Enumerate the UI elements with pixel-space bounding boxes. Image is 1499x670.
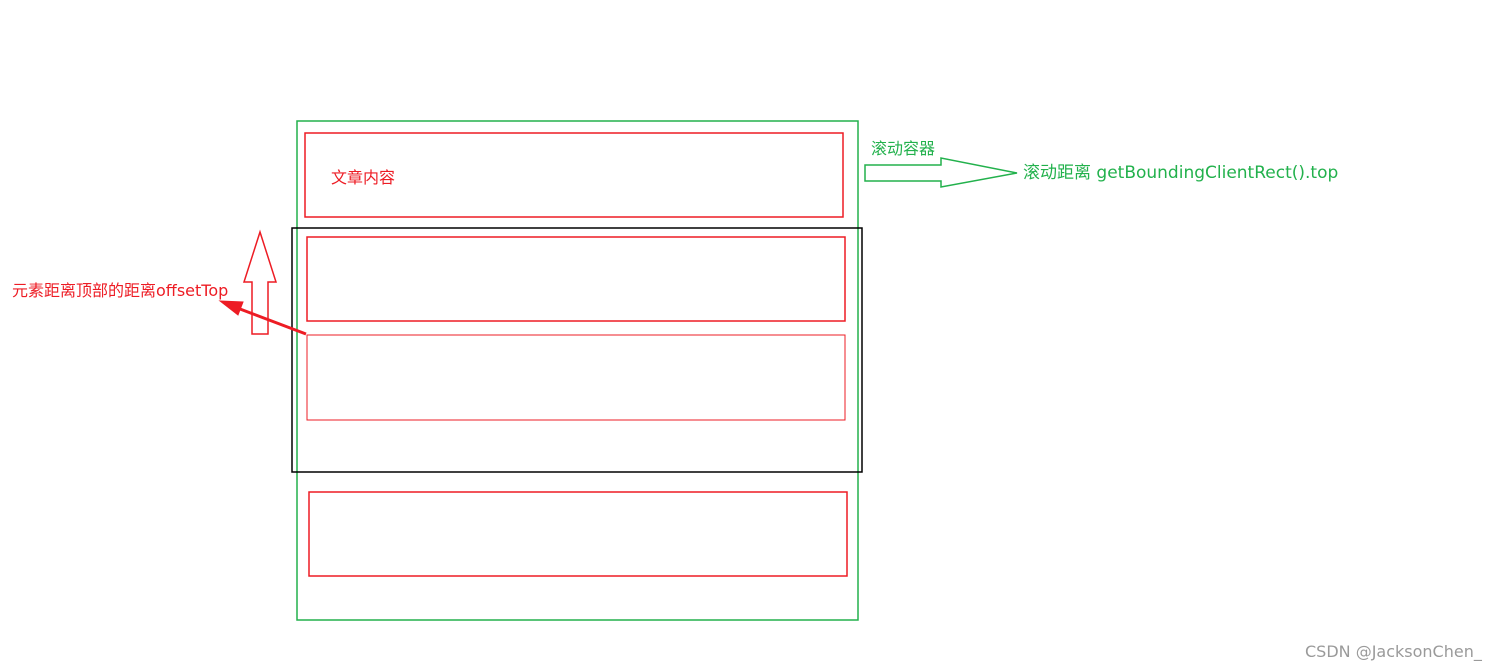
scroll-container-label: 滚动容器 [871, 139, 936, 158]
up-arrow-icon [242, 229, 278, 335]
offset-top-label: 元素距离顶部的距离offsetTop [12, 281, 229, 300]
article-content-label: 文章内容 [331, 168, 396, 187]
scroll-container-box [296, 120, 859, 621]
article-block-4 [308, 491, 848, 577]
viewport-box [291, 227, 863, 473]
article-block-2 [306, 236, 846, 322]
article-block-1 [304, 132, 844, 218]
article-block-3 [306, 334, 846, 421]
pointer-arrow-shaft [239, 307, 307, 336]
watermark: CSDN @JacksonChen_ [1305, 642, 1482, 661]
scroll-distance-label: 滚动距离 getBoundingClientRect().top [1023, 163, 1339, 183]
right-arrow-icon [864, 157, 1018, 188]
pointer-arrowhead-icon [218, 300, 244, 316]
